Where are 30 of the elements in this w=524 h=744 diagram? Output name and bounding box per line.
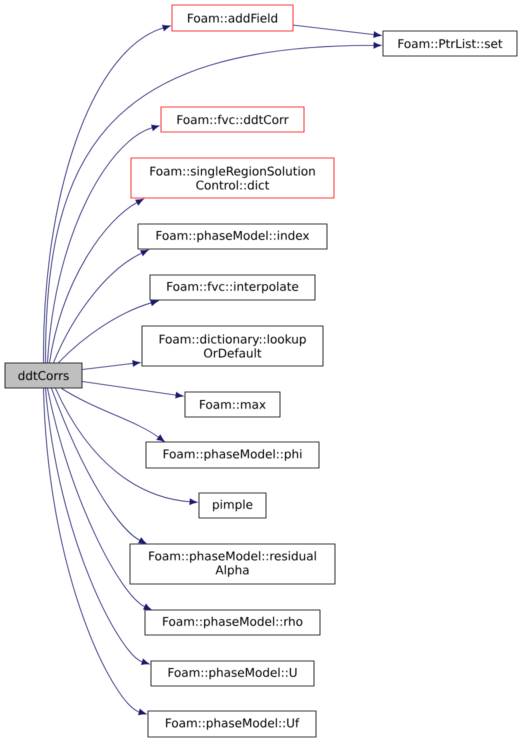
arrow [43, 388, 146, 716]
arrow [293, 24, 382, 38]
arrow [47, 388, 152, 610]
arrow [47, 124, 160, 363]
function-box: Foam::dictionary::lookup OrDefault [142, 326, 324, 366]
function-box: Foam::addField [172, 4, 294, 32]
function-box: ddtCorrs [4, 362, 82, 388]
arrow [58, 300, 158, 363]
function-box: Foam::phaseModel::index [138, 224, 328, 250]
arrow [53, 250, 149, 363]
arrow [82, 360, 140, 370]
function-box: pimple [198, 492, 266, 518]
function-box: Foam::fvc::ddtCorr [160, 106, 304, 132]
function-box: Foam::phaseModel::residual Alpha [130, 544, 336, 584]
arrow [51, 388, 147, 544]
function-box: Foam::max [184, 392, 280, 418]
arrow [45, 42, 382, 363]
function-box: Foam::PtrList::set [382, 30, 518, 56]
function-box: Foam::phaseModel::Uf [148, 710, 316, 738]
arrow [43, 24, 170, 363]
arrow [45, 388, 150, 665]
function-box: Foam::phaseModel::rho [144, 610, 320, 636]
function-box: Foam::phaseModel::phi [146, 442, 320, 468]
arrow [61, 388, 165, 442]
function-box: Foam::fvc::interpolate [150, 274, 316, 300]
function-box: Foam::singleRegionSolution Control::dict [130, 158, 334, 198]
arrow [82, 381, 184, 398]
function-box: Foam::phaseModel::U [150, 660, 314, 686]
arrow [55, 388, 198, 505]
arrow [49, 198, 144, 363]
